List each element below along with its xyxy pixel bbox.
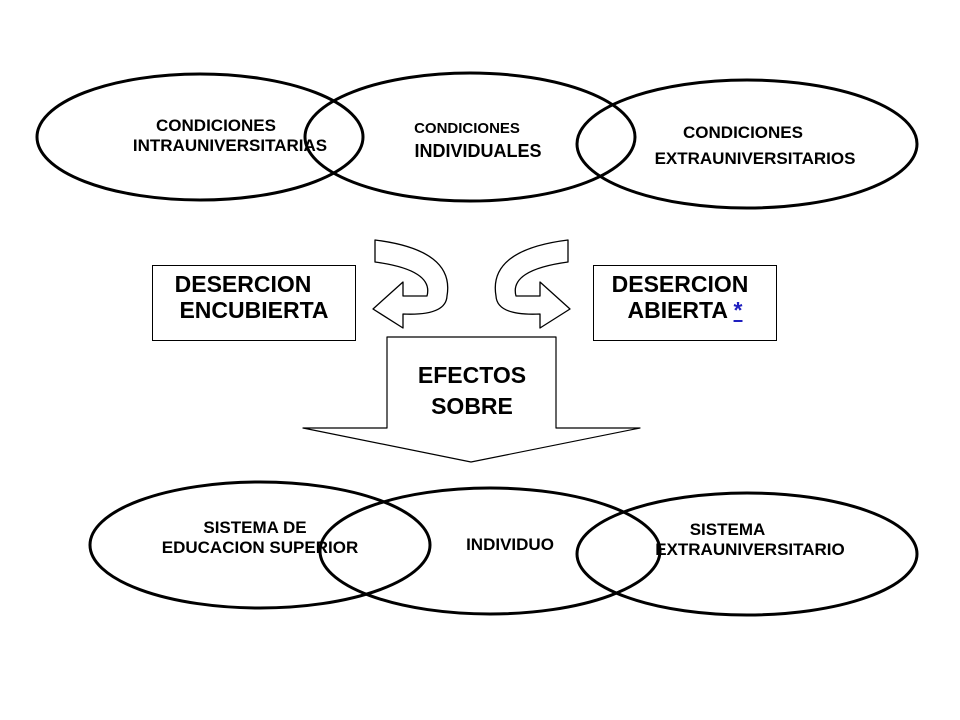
label-sistema-extrauniversitario: SISTEMA EXTRAUNIVERSITARIO bbox=[600, 520, 900, 561]
ellipse-sistema-extrauniversitario bbox=[575, 491, 919, 617]
label-line: EXTRAUNIVERSITARIO bbox=[655, 540, 845, 560]
label-line: DESERCION bbox=[174, 271, 312, 297]
label-line: CONDICIONES bbox=[414, 120, 520, 137]
label-line: INDIVIDUO bbox=[466, 535, 554, 554]
label-line: INTRAUNIVERSITARIAS bbox=[132, 136, 328, 156]
label-line: CONDICIONES bbox=[683, 123, 803, 142]
label-line: SISTEMA bbox=[689, 520, 766, 539]
label-line: EDUCACION SUPERIOR bbox=[161, 538, 359, 558]
ellipse-condiciones-individuales bbox=[303, 71, 637, 203]
label-desercion-abierta: DESERCION ABIERTA * bbox=[594, 271, 776, 324]
label-line: ENCUBIERTA bbox=[179, 296, 329, 323]
label-line: DESERCION bbox=[611, 271, 749, 297]
label-line: INDIVIDUALES bbox=[414, 141, 542, 161]
box-desercion-encubierta: DESERCION ENCUBIERTA bbox=[152, 265, 356, 341]
curved-arrow-right-icon bbox=[494, 239, 571, 329]
label-condiciones-extrauniversitarios: CONDICIONES EXTRAUNIVERSITARIOS bbox=[610, 120, 900, 173]
curved-arrow-left-icon bbox=[372, 239, 449, 329]
label-condiciones-individuales: CONDICIONES INDIVIDUALES bbox=[378, 120, 578, 163]
label-line: CONDICIONES bbox=[156, 116, 276, 135]
label-line: ABIERTA * bbox=[594, 296, 776, 324]
label-individuo: INDIVIDUO bbox=[430, 535, 590, 555]
label-line: EXTRAUNIVERSITARIOS bbox=[654, 149, 856, 169]
label-condiciones-intrauniversitarias: CONDICIONES INTRAUNIVERSITARIAS bbox=[90, 116, 370, 157]
abierta-footnote-link[interactable]: * bbox=[733, 296, 743, 323]
label-abierta-text: ABIERTA bbox=[627, 296, 728, 323]
ellipse-individuo bbox=[318, 486, 662, 616]
ellipse-sistema-educacion-superior bbox=[88, 480, 432, 610]
label-line: EFECTOS bbox=[417, 362, 527, 388]
label-sistema-educacion-superior: SISTEMA DE EDUCACION SUPERIOR bbox=[110, 518, 410, 559]
block-arrow-down-icon bbox=[302, 336, 641, 463]
label-line: SOBRE bbox=[431, 393, 513, 420]
ellipse-condiciones-extrauniversitarios bbox=[575, 78, 919, 210]
label-line: SISTEMA DE bbox=[203, 518, 307, 537]
label-efectos-sobre: EFECTOS SOBRE bbox=[388, 360, 556, 422]
label-desercion-encubierta: DESERCION ENCUBIERTA bbox=[153, 271, 355, 324]
ellipse-condiciones-intrauniversitarias bbox=[35, 72, 365, 202]
box-desercion-abierta: DESERCION ABIERTA * bbox=[593, 265, 777, 341]
